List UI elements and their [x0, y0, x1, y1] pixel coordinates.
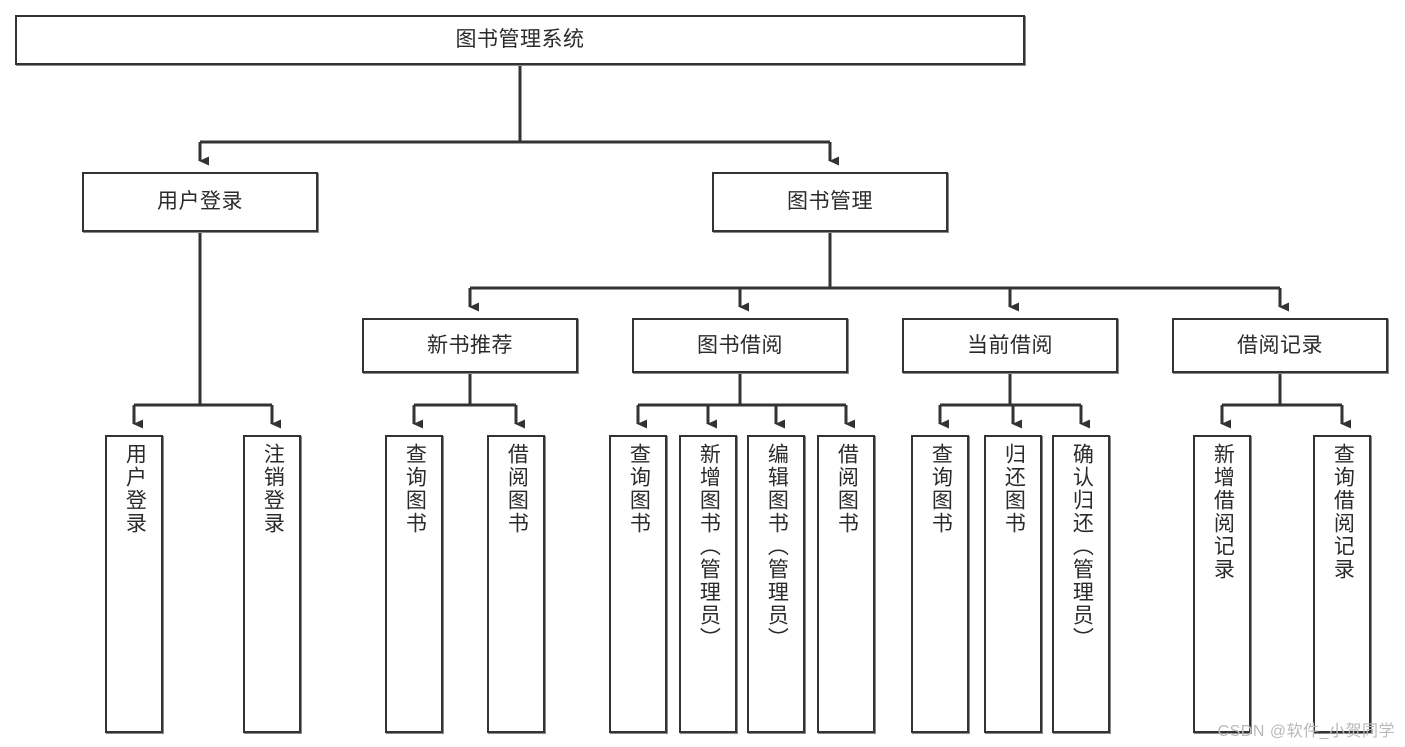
node-label-leaf-add-record: 新增借阅记录 [1211, 443, 1235, 581]
node-leaf-edit-book[interactable]: 编辑图书（管理员） [747, 435, 805, 733]
node-root[interactable]: 图书管理系统 [15, 15, 1025, 65]
node-leaf-borrow-book-1[interactable]: 借阅图书 [487, 435, 545, 733]
node-label-root: 图书管理系统 [455, 28, 585, 52]
node-book-borrow[interactable]: 图书借阅 [632, 318, 848, 373]
node-borrow-record[interactable]: 借阅记录 [1172, 318, 1388, 373]
node-label-leaf-borrow-book-2: 借阅图书 [835, 443, 859, 535]
node-label-leaf-return-book: 归还图书 [1002, 443, 1026, 535]
node-leaf-query-book-2[interactable]: 查询图书 [609, 435, 667, 733]
node-label-leaf-query-book-3: 查询图书 [929, 443, 953, 535]
node-label-book-manage: 图书管理 [787, 190, 873, 214]
node-label-leaf-edit-book: 编辑图书（管理员） [765, 443, 789, 650]
node-label-book-borrow: 图书借阅 [697, 333, 783, 357]
node-label-user-login: 用户登录 [157, 190, 243, 214]
node-new-book-rec[interactable]: 新书推荐 [362, 318, 578, 373]
node-leaf-user-login[interactable]: 用户登录 [105, 435, 163, 733]
node-leaf-query-book-3[interactable]: 查询图书 [911, 435, 969, 733]
node-label-leaf-add-book: 新增图书（管理员） [697, 443, 721, 650]
node-leaf-confirm-return[interactable]: 确认归还（管理员） [1052, 435, 1110, 733]
node-label-leaf-logout: 注销登录 [261, 443, 285, 535]
node-leaf-add-book[interactable]: 新增图书（管理员） [679, 435, 737, 733]
node-label-leaf-query-book-1: 查询图书 [403, 443, 427, 535]
node-leaf-add-record[interactable]: 新增借阅记录 [1193, 435, 1251, 733]
node-label-borrow-record: 借阅记录 [1237, 333, 1323, 357]
watermark-text: CSDN @软件_小贺同学 [1217, 723, 1395, 740]
node-label-leaf-borrow-book-1: 借阅图书 [505, 443, 529, 535]
node-user-login[interactable]: 用户登录 [82, 172, 318, 232]
node-label-current-borrow: 当前借阅 [967, 333, 1053, 357]
node-label-leaf-user-login: 用户登录 [123, 443, 147, 535]
node-current-borrow[interactable]: 当前借阅 [902, 318, 1118, 373]
node-leaf-query-record[interactable]: 查询借阅记录 [1313, 435, 1371, 733]
node-book-manage[interactable]: 图书管理 [712, 172, 948, 232]
node-leaf-return-book[interactable]: 归还图书 [984, 435, 1042, 733]
node-label-leaf-query-book-2: 查询图书 [627, 443, 651, 535]
node-leaf-logout[interactable]: 注销登录 [243, 435, 301, 733]
node-leaf-borrow-book-2[interactable]: 借阅图书 [817, 435, 875, 733]
node-label-new-book-rec: 新书推荐 [427, 333, 513, 357]
node-leaf-query-book-1[interactable]: 查询图书 [385, 435, 443, 733]
node-label-leaf-query-record: 查询借阅记录 [1331, 443, 1355, 581]
node-label-leaf-confirm-return: 确认归还（管理员） [1070, 443, 1094, 650]
